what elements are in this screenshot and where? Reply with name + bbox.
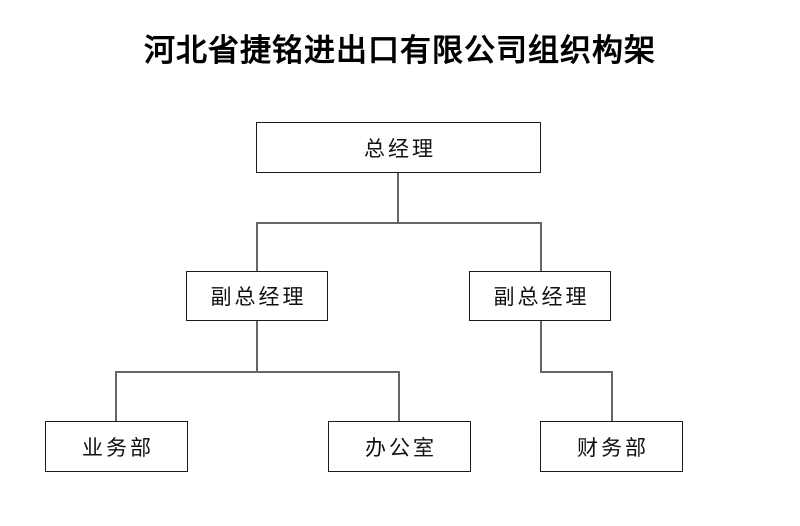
node-general-manager: 总经理 [256, 122, 541, 173]
node-deputy-general-manager-right: 副总经理 [469, 271, 611, 321]
connector-dgm-right-bus [540, 371, 613, 373]
connector-dgm-left-trunk [256, 321, 258, 372]
connector-drop-business [115, 371, 117, 422]
page-title: 河北省捷铭进出口有限公司组织构架 [144, 33, 656, 69]
connector-drop-finance [611, 371, 613, 422]
connector-dgm-left-bus [115, 371, 400, 373]
connector-gm-drop-right [540, 222, 542, 272]
node-office: 办公室 [328, 421, 471, 472]
node-business-department: 业务部 [45, 421, 188, 472]
connector-gm-drop-left [256, 222, 258, 272]
connector-drop-office [398, 371, 400, 422]
node-deputy-general-manager-left: 副总经理 [186, 271, 328, 321]
connector-gm-bus [256, 222, 542, 224]
node-finance-department: 财务部 [540, 421, 683, 472]
connector-gm-trunk [397, 172, 399, 223]
connector-dgm-right-trunk [540, 321, 542, 372]
